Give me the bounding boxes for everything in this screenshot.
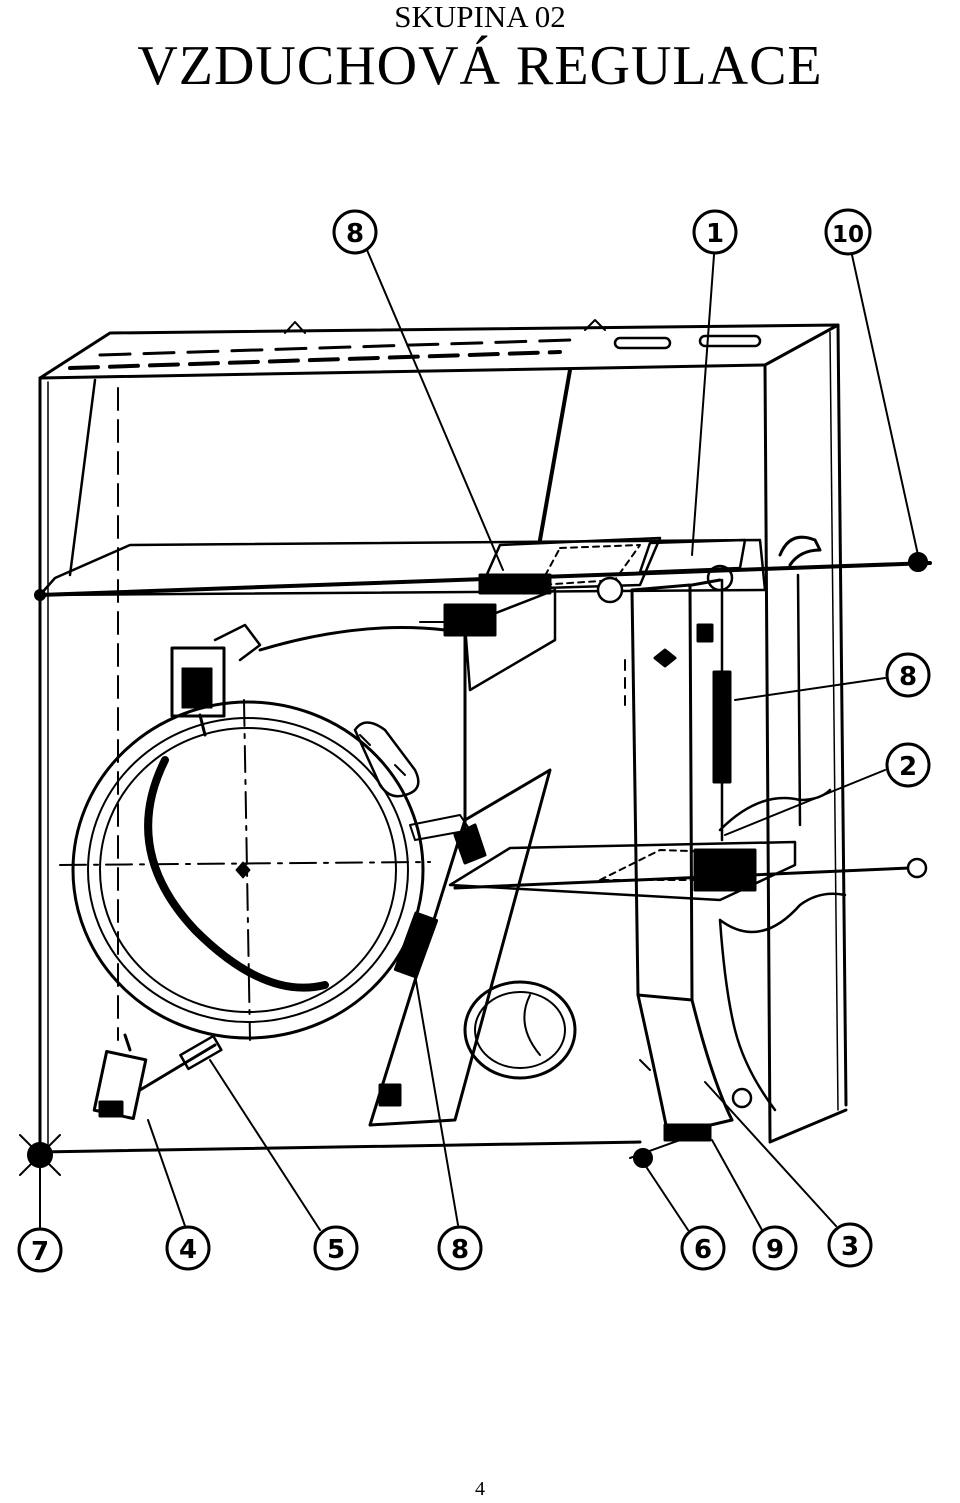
callout-7-label: 7 (31, 1237, 49, 1267)
callout-8-top: 8 (332, 209, 378, 255)
callout-5: 5 (313, 1225, 359, 1271)
top-vents (68, 319, 762, 370)
callout-1: 1 (692, 209, 738, 255)
page-title: VZDUCHOVÁ REGULACE (137, 35, 823, 97)
callout-8-right-label: 8 (899, 662, 917, 692)
lower-shelf (448, 840, 928, 902)
callout-3-label: 3 (841, 1232, 859, 1262)
callout-8-bottom: 8 (437, 1225, 483, 1271)
callout-3: 3 (827, 1222, 873, 1268)
callout-2: 2 (885, 742, 931, 788)
ash-opening (463, 980, 577, 1080)
upper-control (443, 368, 822, 637)
callout-4: 4 (165, 1225, 211, 1271)
bolt-6 (633, 1148, 653, 1168)
upper-shelf (38, 378, 932, 597)
leader-lines (39, 249, 919, 1231)
fire-door (59, 623, 447, 1092)
callout-6: 6 (680, 1225, 726, 1271)
central-block (419, 588, 557, 832)
side-panel (718, 573, 847, 1112)
callout-9-label: 9 (766, 1235, 784, 1265)
callout-4-label: 4 (179, 1235, 197, 1265)
callout-6-label: 6 (694, 1235, 712, 1265)
right-channel (624, 578, 732, 1002)
bottom-left-bracket (92, 1033, 148, 1121)
page-number: 4 (475, 1478, 485, 1500)
callout-1-label: 1 (706, 219, 724, 249)
callout-9: 9 (752, 1225, 798, 1271)
lower-curved-plate (636, 993, 753, 1142)
callout-5-label: 5 (327, 1235, 345, 1265)
callout-8-top-label: 8 (346, 219, 364, 249)
group-heading: SKUPINA 02 (394, 0, 566, 34)
damper-plate (368, 768, 552, 1127)
callout-8-right: 8 (885, 652, 931, 698)
callout-2-label: 2 (899, 752, 917, 782)
callouts: 8 1 10 8 2 7 4 5 (17, 208, 931, 1273)
top-lid (38, 323, 840, 380)
stove-body (38, 323, 848, 1157)
callout-8-bottom-label: 8 (451, 1235, 469, 1265)
callout-7: 7 (17, 1227, 63, 1273)
callout-10-label: 10 (832, 222, 864, 248)
callout-10: 10 (824, 208, 872, 256)
